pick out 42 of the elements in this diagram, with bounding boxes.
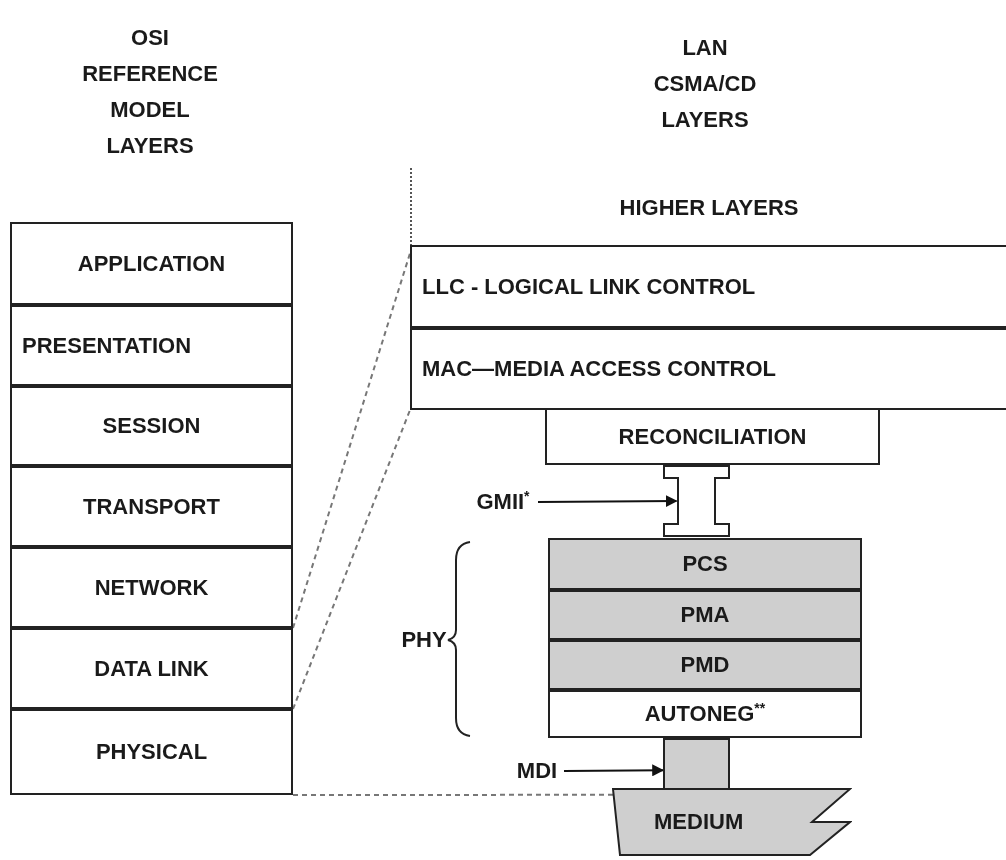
layer-label: TRANSPORT <box>83 493 220 520</box>
column-heading: LAN CSMA/CD LAYERS <box>652 34 758 134</box>
layer-label: NETWORK <box>94 574 209 601</box>
layer-box <box>548 538 862 590</box>
layer-box <box>548 590 862 640</box>
layer-box <box>410 328 1006 410</box>
column-heading: OSI REFERENCE MODEL LAYERS <box>81 24 219 160</box>
layer-label: APPLICATION <box>77 250 226 277</box>
layer-label: PCS <box>682 551 728 577</box>
layer-label: DATA LINK <box>94 655 209 682</box>
connector-block <box>663 738 730 790</box>
layer-box <box>10 547 293 628</box>
layer-box <box>10 709 293 795</box>
layer-label: MEDIUM <box>654 809 744 835</box>
layer-box <box>10 305 293 386</box>
arrow <box>563 764 665 777</box>
layer-box <box>10 386 293 466</box>
layer-label: SESSION <box>102 413 201 439</box>
layer-box <box>10 628 293 709</box>
layer-label: RECONCILIATION <box>618 423 807 450</box>
layer-box <box>410 245 1006 328</box>
arrow <box>537 495 678 508</box>
layer-box <box>545 408 880 465</box>
layer-label: LLC - LOGICAL LINK CONTROL <box>422 273 756 300</box>
interface-label: MDI <box>516 758 558 784</box>
mapping-line <box>292 252 411 629</box>
layer-label: PMA <box>680 602 730 628</box>
layer-box <box>10 222 293 305</box>
connector-block <box>663 465 730 537</box>
layer-box <box>548 690 862 738</box>
layer-label: MAC—MEDIA ACCESS CONTROL <box>422 356 777 382</box>
bracket-label: PHY <box>400 626 448 654</box>
layer-box <box>10 466 293 547</box>
layer-label: AUTONEG$^{**}$ <box>644 700 766 728</box>
layer-label: PHYSICAL <box>95 739 208 765</box>
interface-label: GMII$^{*}$ <box>476 488 530 516</box>
layer-label: PRESENTATION <box>22 332 192 359</box>
medium-block <box>612 788 852 856</box>
layer-label: PMD <box>680 652 730 678</box>
layer-box <box>548 640 862 690</box>
mapping-line <box>292 409 411 710</box>
layer-label: HIGHER LAYERS <box>619 194 799 221</box>
